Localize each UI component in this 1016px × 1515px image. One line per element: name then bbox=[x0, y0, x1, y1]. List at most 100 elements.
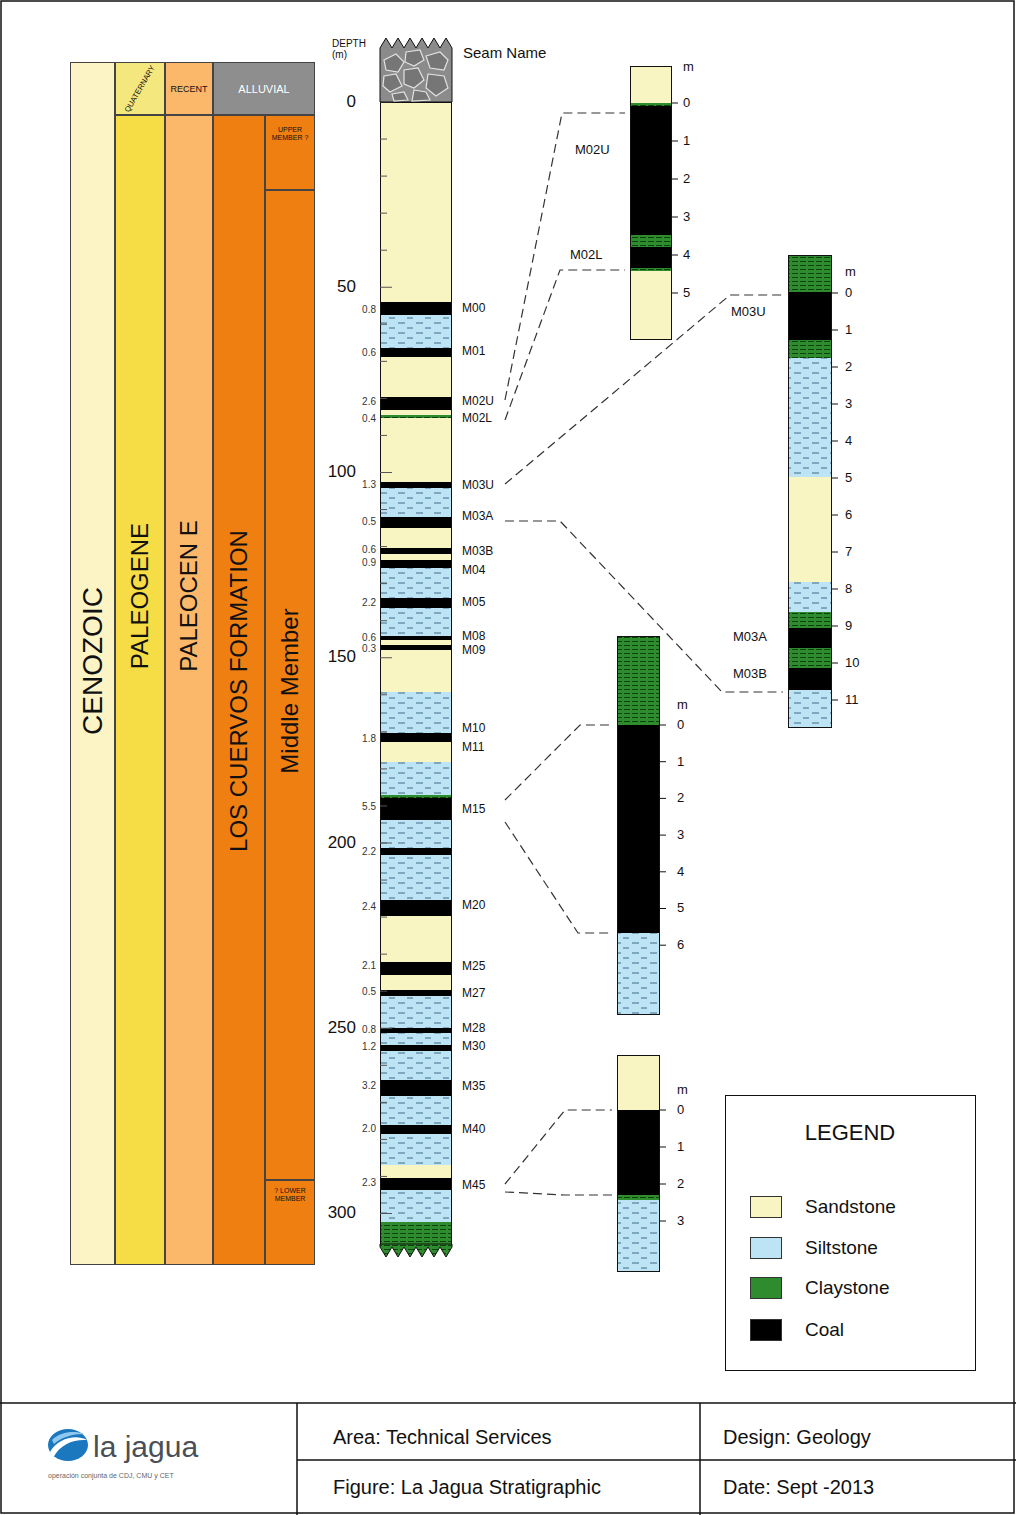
band-label: QUATERNARY bbox=[124, 64, 157, 113]
depth-tick bbox=[380, 657, 392, 658]
rock-layer bbox=[617, 1055, 660, 1110]
cobble bbox=[412, 90, 430, 101]
scale-tick bbox=[672, 217, 678, 218]
rock-layer bbox=[617, 933, 660, 1015]
rock-layer bbox=[380, 418, 452, 482]
scale-tick bbox=[832, 515, 838, 516]
scale-value: 4 bbox=[845, 434, 852, 448]
legend-swatch bbox=[750, 1277, 782, 1299]
rock-layer bbox=[380, 548, 452, 554]
scale-tick bbox=[832, 589, 838, 590]
scale-value: 4 bbox=[677, 865, 684, 879]
strat-band: Middle Member bbox=[265, 190, 315, 1180]
scale-value: 9 bbox=[845, 619, 852, 633]
seam-name: M01 bbox=[462, 345, 485, 358]
seam-name: M03B bbox=[733, 667, 767, 681]
rock-layer bbox=[788, 648, 832, 668]
scale-value: 10 bbox=[845, 656, 859, 670]
depth-tick bbox=[380, 917, 387, 918]
seam-name: M00 bbox=[462, 302, 485, 315]
scale-unit: m bbox=[683, 60, 694, 74]
thickness-value: 2.2 bbox=[362, 846, 376, 857]
rock-layer bbox=[380, 733, 452, 742]
seam-name: M20 bbox=[462, 899, 485, 912]
rock-layer bbox=[380, 554, 452, 560]
logo-subtitle: operación conjunta de CDJ, CMU y CET bbox=[48, 1472, 174, 1480]
cobble bbox=[384, 54, 404, 72]
seam-name: M02L bbox=[462, 412, 492, 425]
depth-tick bbox=[380, 991, 387, 992]
scale-value: 0 bbox=[683, 96, 690, 110]
rock-layer bbox=[380, 528, 452, 548]
rock-layer bbox=[380, 692, 452, 733]
legend-swatch bbox=[750, 1237, 782, 1259]
seam-name: M15 bbox=[462, 803, 485, 816]
seam-name: M02U bbox=[462, 395, 494, 408]
cobble bbox=[426, 74, 448, 96]
strat-band: LOS CUERVOS FORMATION bbox=[213, 115, 265, 1265]
scale-unit: m bbox=[677, 1083, 688, 1097]
seam-name: M03U bbox=[462, 479, 494, 492]
scale-value: 6 bbox=[677, 938, 684, 952]
legend-box bbox=[726, 1096, 976, 1371]
band-label: RECENT bbox=[170, 85, 207, 94]
title-block-line bbox=[0, 1402, 1016, 1404]
rock-layer bbox=[380, 645, 452, 650]
depth-value: 300 bbox=[328, 1204, 356, 1223]
depth-tick bbox=[380, 954, 387, 955]
rock-layer bbox=[380, 315, 452, 348]
rock-layer bbox=[380, 640, 452, 645]
thickness-value: 0.5 bbox=[362, 986, 376, 997]
depth-value: 200 bbox=[328, 834, 356, 853]
rock-layer bbox=[380, 410, 452, 415]
depth-tick bbox=[380, 1102, 387, 1103]
thickness-value: 0.5 bbox=[362, 516, 376, 527]
scale-value: 3 bbox=[677, 828, 684, 842]
rock-layer bbox=[380, 608, 452, 636]
thickness-value: 2.2 bbox=[362, 597, 376, 608]
dashed-leader bbox=[505, 521, 783, 692]
legend-label: Coal bbox=[805, 1320, 844, 1341]
rock-layer bbox=[788, 477, 832, 582]
scale-value: 2 bbox=[683, 172, 690, 186]
alluvial-gravel bbox=[380, 38, 452, 102]
rock-layer bbox=[630, 268, 672, 271]
dashed-leader bbox=[505, 822, 612, 933]
rock-layer bbox=[380, 1190, 452, 1222]
strat-band: ? LOWER MEMBER bbox=[265, 1180, 315, 1265]
rock-layer bbox=[380, 1134, 452, 1165]
depth-tick bbox=[380, 509, 387, 510]
depth-value: 250 bbox=[328, 1019, 356, 1038]
rock-layer bbox=[380, 1096, 452, 1125]
seam-name: M04 bbox=[462, 564, 485, 577]
legend-swatch bbox=[750, 1319, 782, 1341]
column-outline bbox=[618, 1056, 660, 1272]
depth-tick bbox=[380, 1176, 387, 1177]
rock-layer bbox=[380, 1033, 452, 1045]
rock-layer bbox=[380, 1051, 452, 1080]
scale-tick bbox=[660, 798, 666, 799]
correlation-lines bbox=[505, 113, 783, 1195]
seam-name: M30 bbox=[462, 1040, 485, 1053]
scale-unit: m bbox=[677, 698, 688, 712]
depth-tick bbox=[380, 1028, 392, 1029]
rock-layer bbox=[380, 798, 452, 820]
strat-band: QUATERNARY bbox=[115, 62, 165, 115]
scale-tick bbox=[660, 1147, 666, 1148]
rock-layer bbox=[788, 340, 832, 358]
depth-tick bbox=[380, 435, 387, 436]
title-block bbox=[0, 1403, 1016, 1515]
seam-detail-column bbox=[617, 636, 666, 1015]
rock-layer bbox=[630, 106, 672, 235]
depth-ticks bbox=[380, 102, 392, 1214]
rock-layer bbox=[788, 292, 832, 340]
thickness-value: 5.5 bbox=[362, 801, 376, 812]
scale-value: 6 bbox=[845, 508, 852, 522]
legend-label: Claystone bbox=[805, 1278, 890, 1299]
scale-unit: m bbox=[845, 265, 856, 279]
seam-name: M27 bbox=[462, 987, 485, 1000]
rock-layer bbox=[380, 560, 452, 568]
scale-tick bbox=[832, 404, 838, 405]
scale-value: 8 bbox=[845, 582, 852, 596]
cobble bbox=[426, 52, 448, 70]
